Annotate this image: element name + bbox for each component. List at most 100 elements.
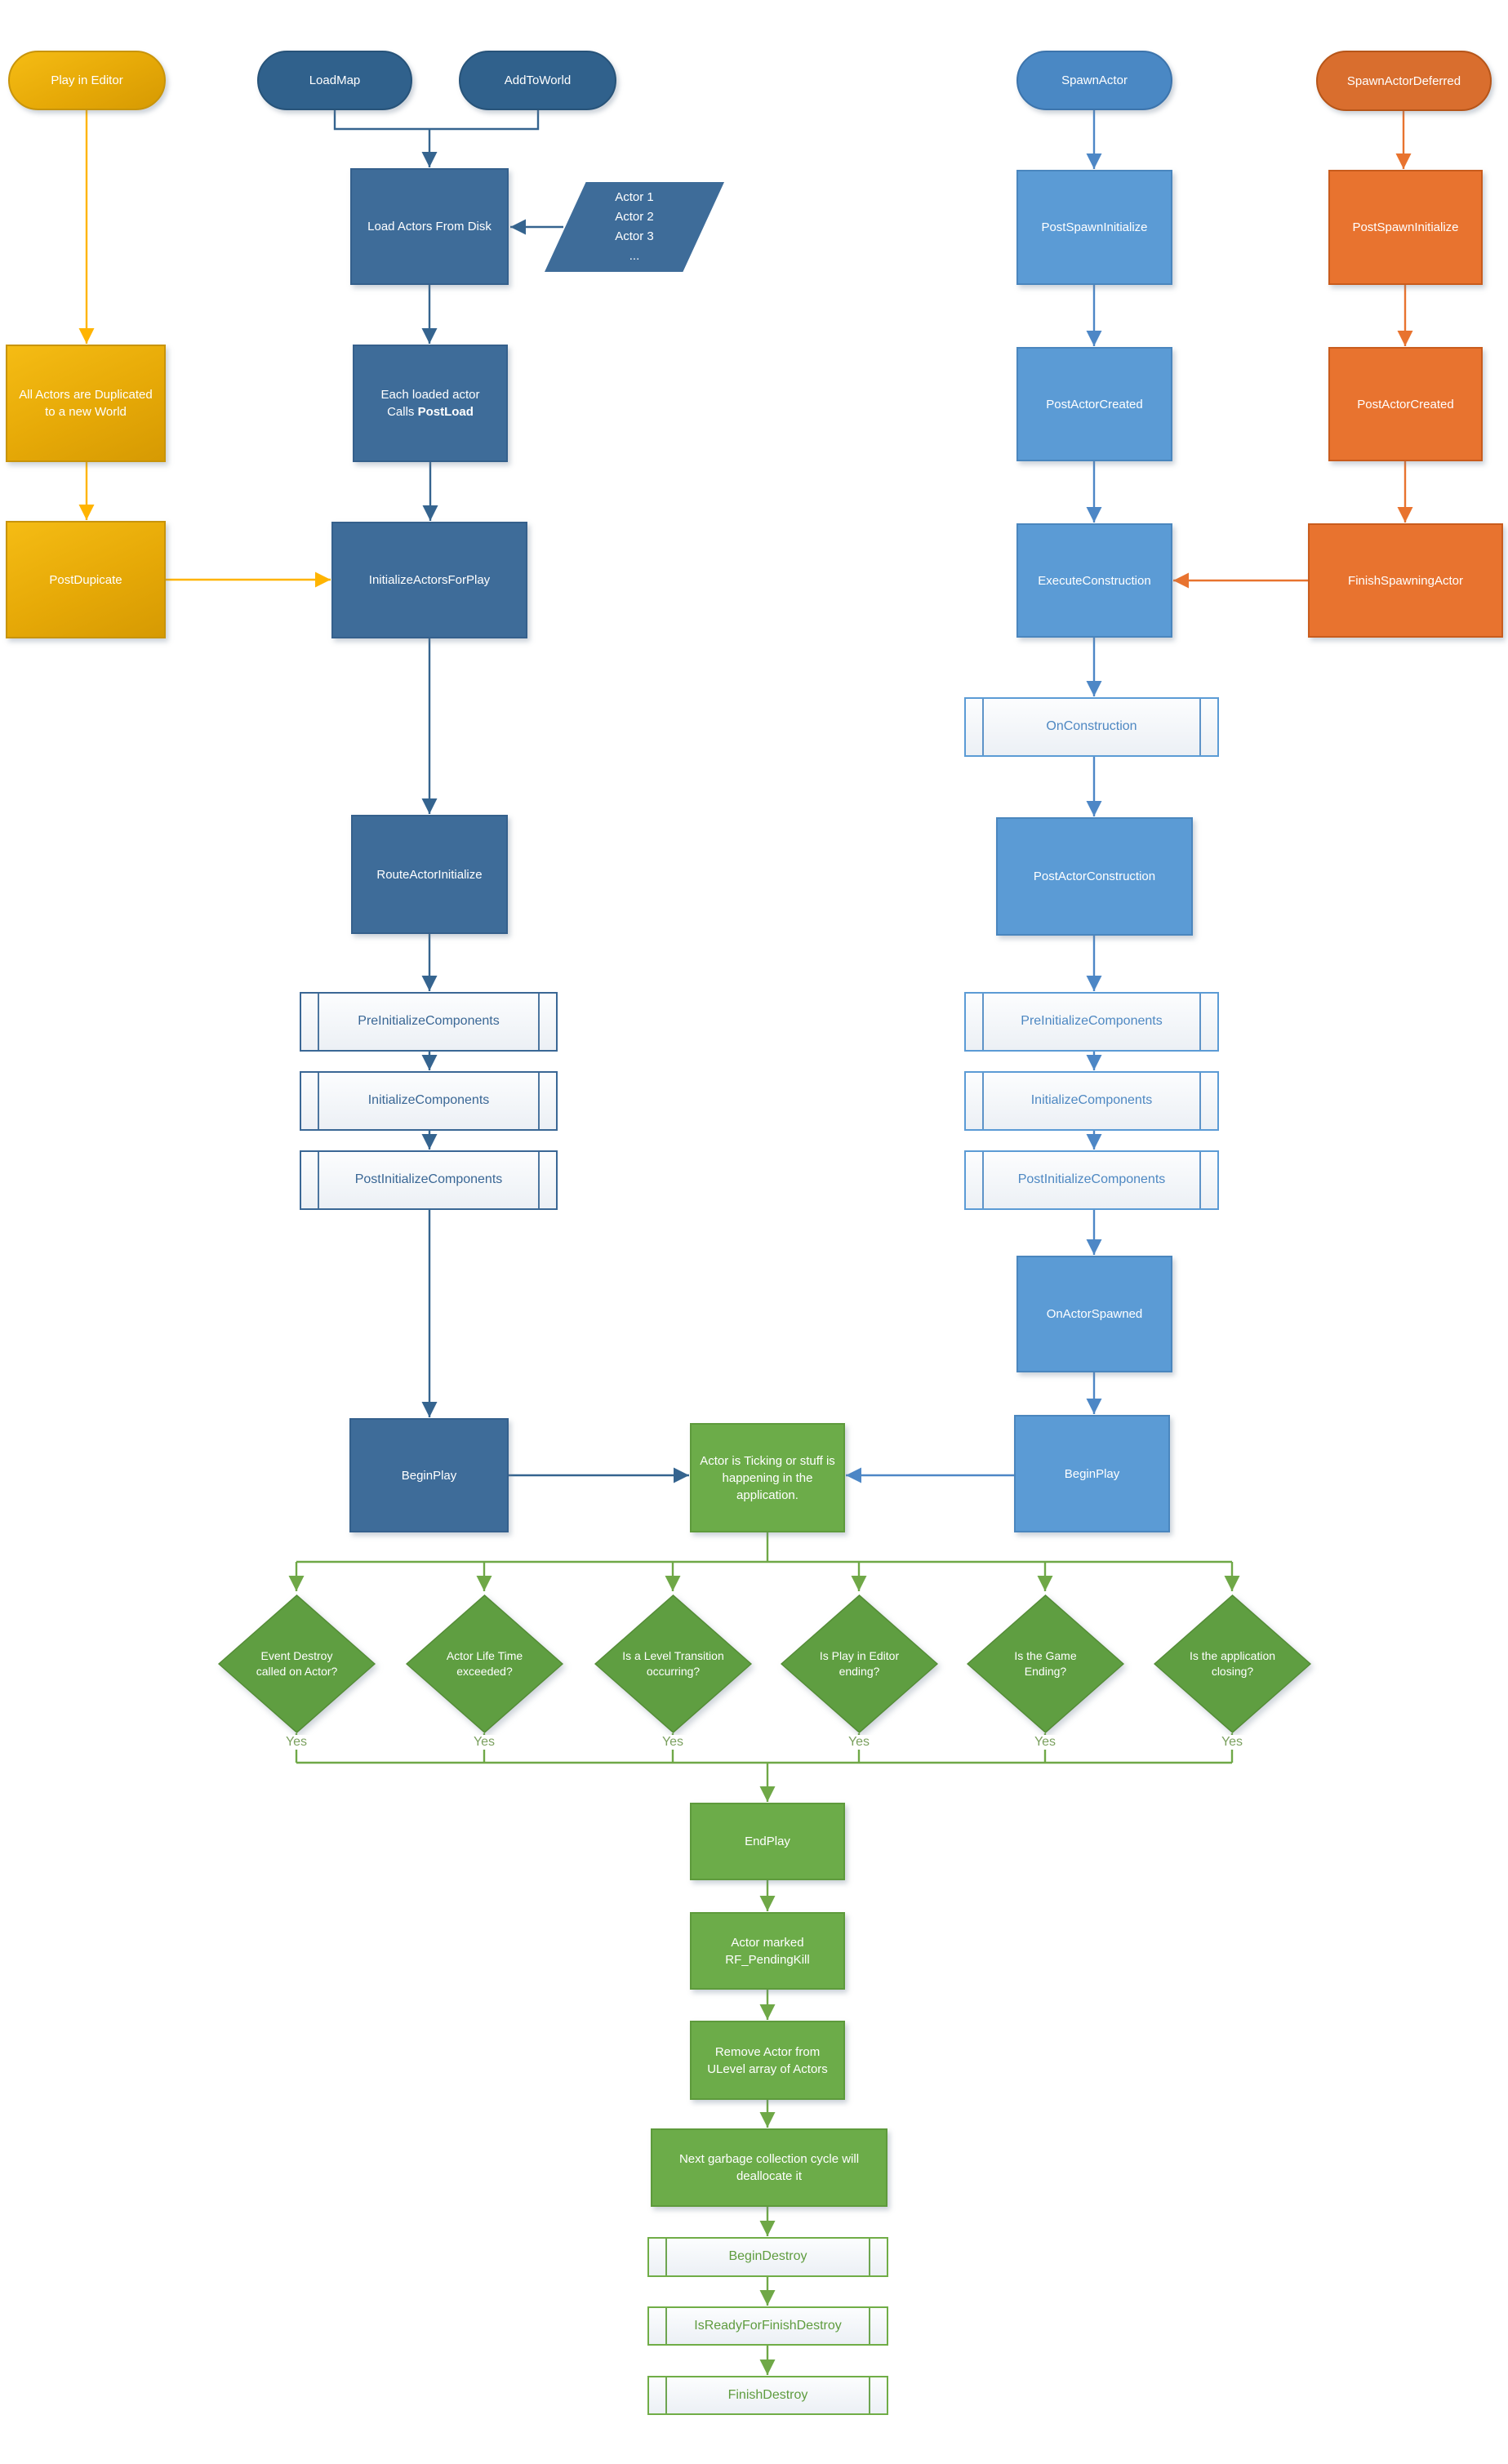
node-label: FinishDestroy (727, 2387, 808, 2402)
node-label: SpawnActor (1061, 73, 1128, 87)
node-actor-marked-pending-kill: Actor marked RF_PendingKill (690, 1912, 845, 1990)
node-remove-actor-from-ulevel: Remove Actor from ULevel array of Actors (690, 2021, 845, 2100)
node-label: Actor is Ticking or stuff is happening i… (700, 1453, 835, 1502)
node-label: PostActorCreated (1046, 397, 1143, 411)
decision-label: Is the Game Ending? (1014, 1649, 1077, 1678)
node-load-actors-from-disk: Load Actors From Disk (350, 168, 509, 285)
node-post-duplicate: PostDupicate (6, 521, 166, 638)
node-on-actor-spawned: OnActorSpawned (1016, 1256, 1172, 1372)
node-label: PostInitializeComponents (1017, 1172, 1166, 1187)
node-is-ready-for-finish-destroy: IsReadyForFinishDestroy (647, 2306, 888, 2346)
node-begin-destroy: BeginDestroy (647, 2237, 888, 2277)
node-next-gc-cycle: Next garbage collection cycle will deall… (651, 2128, 887, 2207)
node-label: PostActorCreated (1357, 397, 1454, 411)
node-label: Play in Editor (51, 73, 123, 87)
node-post-initialize-components-right: PostInitializeComponents (964, 1150, 1219, 1210)
yes-label-lifetime: Yes (466, 1735, 502, 1750)
yes-label-pie-ending: Yes (841, 1735, 877, 1750)
decision-event-destroy: Event Destroy called on Actor? (218, 1594, 376, 1733)
node-label: BeginPlay (401, 1468, 457, 1483)
node-label: PostDupicate (49, 572, 122, 587)
node-play-in-editor: Play in Editor (8, 51, 166, 110)
yes-label-app-closing: Yes (1214, 1735, 1250, 1750)
node-label: RouteActorInitialize (376, 867, 483, 882)
node-label: Next garbage collection cycle will deall… (678, 2152, 860, 2183)
node-initialize-components-left: InitializeComponents (300, 1071, 558, 1131)
node-finish-spawning-actor: FinishSpawningActor (1308, 523, 1503, 638)
node-label: InitializeComponents (367, 1093, 490, 1108)
node-spawn-actor: SpawnActor (1016, 51, 1172, 110)
connectors-gold (78, 110, 331, 588)
node-spawn-actor-deferred: SpawnActorDeferred (1316, 51, 1492, 111)
node-post-actor-construction: PostActorConstruction (996, 817, 1193, 936)
connectors-dark-blue (333, 110, 689, 1483)
node-label: PostInitializeComponents (354, 1172, 503, 1187)
node-post-initialize-components-left: PostInitializeComponents (300, 1150, 558, 1210)
node-post-spawn-initialize-blue: PostSpawnInitialize (1016, 170, 1172, 285)
node-initialize-components-right: InitializeComponents (964, 1071, 1219, 1131)
node-label: Each loaded actor Calls PostLoad (381, 386, 480, 420)
node-label: PreInitializeComponents (358, 1014, 500, 1029)
node-label: Remove Actor from ULevel array of Actors (707, 2044, 828, 2076)
actor-list-lines: Actor 1 Actor 2 Actor 3 ... (615, 188, 654, 266)
node-label: InitializeActorsForPlay (368, 573, 491, 587)
yes-label-game-ending: Yes (1027, 1735, 1063, 1750)
node-actor-ticking: Actor is Ticking or stuff is happening i… (690, 1423, 845, 1532)
node-load-map: LoadMap (257, 51, 412, 110)
node-label-line2-bold: PostLoad (417, 405, 474, 419)
node-label: All Actors are Duplicated to a new World (19, 388, 153, 419)
connectors-orange (1173, 111, 1413, 589)
connectors-light-blue (846, 110, 1102, 1483)
node-label: PostActorConstruction (1033, 870, 1156, 883)
node-route-actor-initialize: RouteActorInitialize (351, 815, 508, 934)
decision-pie-ending: Is Play in Editor ending? (781, 1594, 938, 1733)
actor-list-line: Actor 3 (615, 229, 654, 243)
node-add-to-world: AddToWorld (459, 51, 616, 110)
node-label: AddToWorld (504, 73, 572, 87)
node-label: OnConstruction (1046, 719, 1137, 734)
node-post-actor-created-orange: PostActorCreated (1328, 347, 1483, 461)
node-label: FinishSpawningActor (1348, 573, 1463, 588)
node-begin-play-right: BeginPlay (1014, 1415, 1170, 1532)
node-each-loaded-actor: Each loaded actor Calls PostLoad (353, 345, 508, 462)
decision-lifetime-exceeded: Actor Life Time exceeded? (406, 1594, 563, 1733)
node-label: Load Actors From Disk (367, 220, 492, 234)
node-label: SpawnActorDeferred (1346, 73, 1461, 88)
decision-label: Actor Life Time exceeded? (446, 1649, 523, 1678)
decision-game-ending: Is the Game Ending? (967, 1594, 1124, 1733)
node-label: ExecuteConstruction (1038, 573, 1151, 588)
yes-label-level-transition: Yes (655, 1735, 691, 1750)
node-label: EndPlay (745, 1835, 790, 1848)
node-pre-initialize-components-left: PreInitializeComponents (300, 992, 558, 1052)
node-label: PostSpawnInitialize (1352, 220, 1459, 234)
node-post-spawn-initialize-orange: PostSpawnInitialize (1328, 170, 1483, 285)
actor-list-line: Actor 2 (615, 210, 654, 224)
node-finish-destroy: FinishDestroy (647, 2376, 888, 2415)
node-label: BeginDestroy (728, 2249, 807, 2264)
node-label: Actor marked RF_PendingKill (725, 1935, 810, 1967)
node-end-play: EndPlay (690, 1803, 845, 1880)
connectors-green (288, 1532, 1240, 2375)
node-execute-construction: ExecuteConstruction (1016, 523, 1172, 638)
node-label: IsReadyForFinishDestroy (694, 2318, 842, 2333)
node-label: PreInitializeComponents (1021, 1014, 1163, 1029)
node-post-actor-created-blue: PostActorCreated (1016, 347, 1172, 461)
node-label: PostSpawnInitialize (1041, 220, 1148, 234)
node-pre-initialize-components-right: PreInitializeComponents (964, 992, 1219, 1052)
node-initialize-actors-for-play: InitializeActorsForPlay (331, 522, 527, 638)
node-label-line1: Each loaded actor (380, 388, 480, 402)
decision-label: Is a Level Transition occurring? (622, 1649, 724, 1678)
node-label: OnActorSpawned (1046, 1307, 1143, 1321)
decision-label: Is Play in Editor ending? (819, 1649, 900, 1678)
node-begin-play-left: BeginPlay (349, 1418, 509, 1532)
node-label: InitializeComponents (1030, 1093, 1153, 1108)
node-all-actors-duplicated: All Actors are Duplicated to a new World (6, 345, 166, 462)
node-label-line2-prefix: Calls (387, 405, 418, 419)
actor-list-line: ... (629, 249, 640, 263)
yes-label-event-destroy: Yes (278, 1735, 314, 1750)
decision-label: Event Destroy called on Actor? (256, 1649, 338, 1678)
decision-label: Is the application closing? (1189, 1649, 1276, 1678)
actor-list-line: Actor 1 (615, 190, 654, 204)
